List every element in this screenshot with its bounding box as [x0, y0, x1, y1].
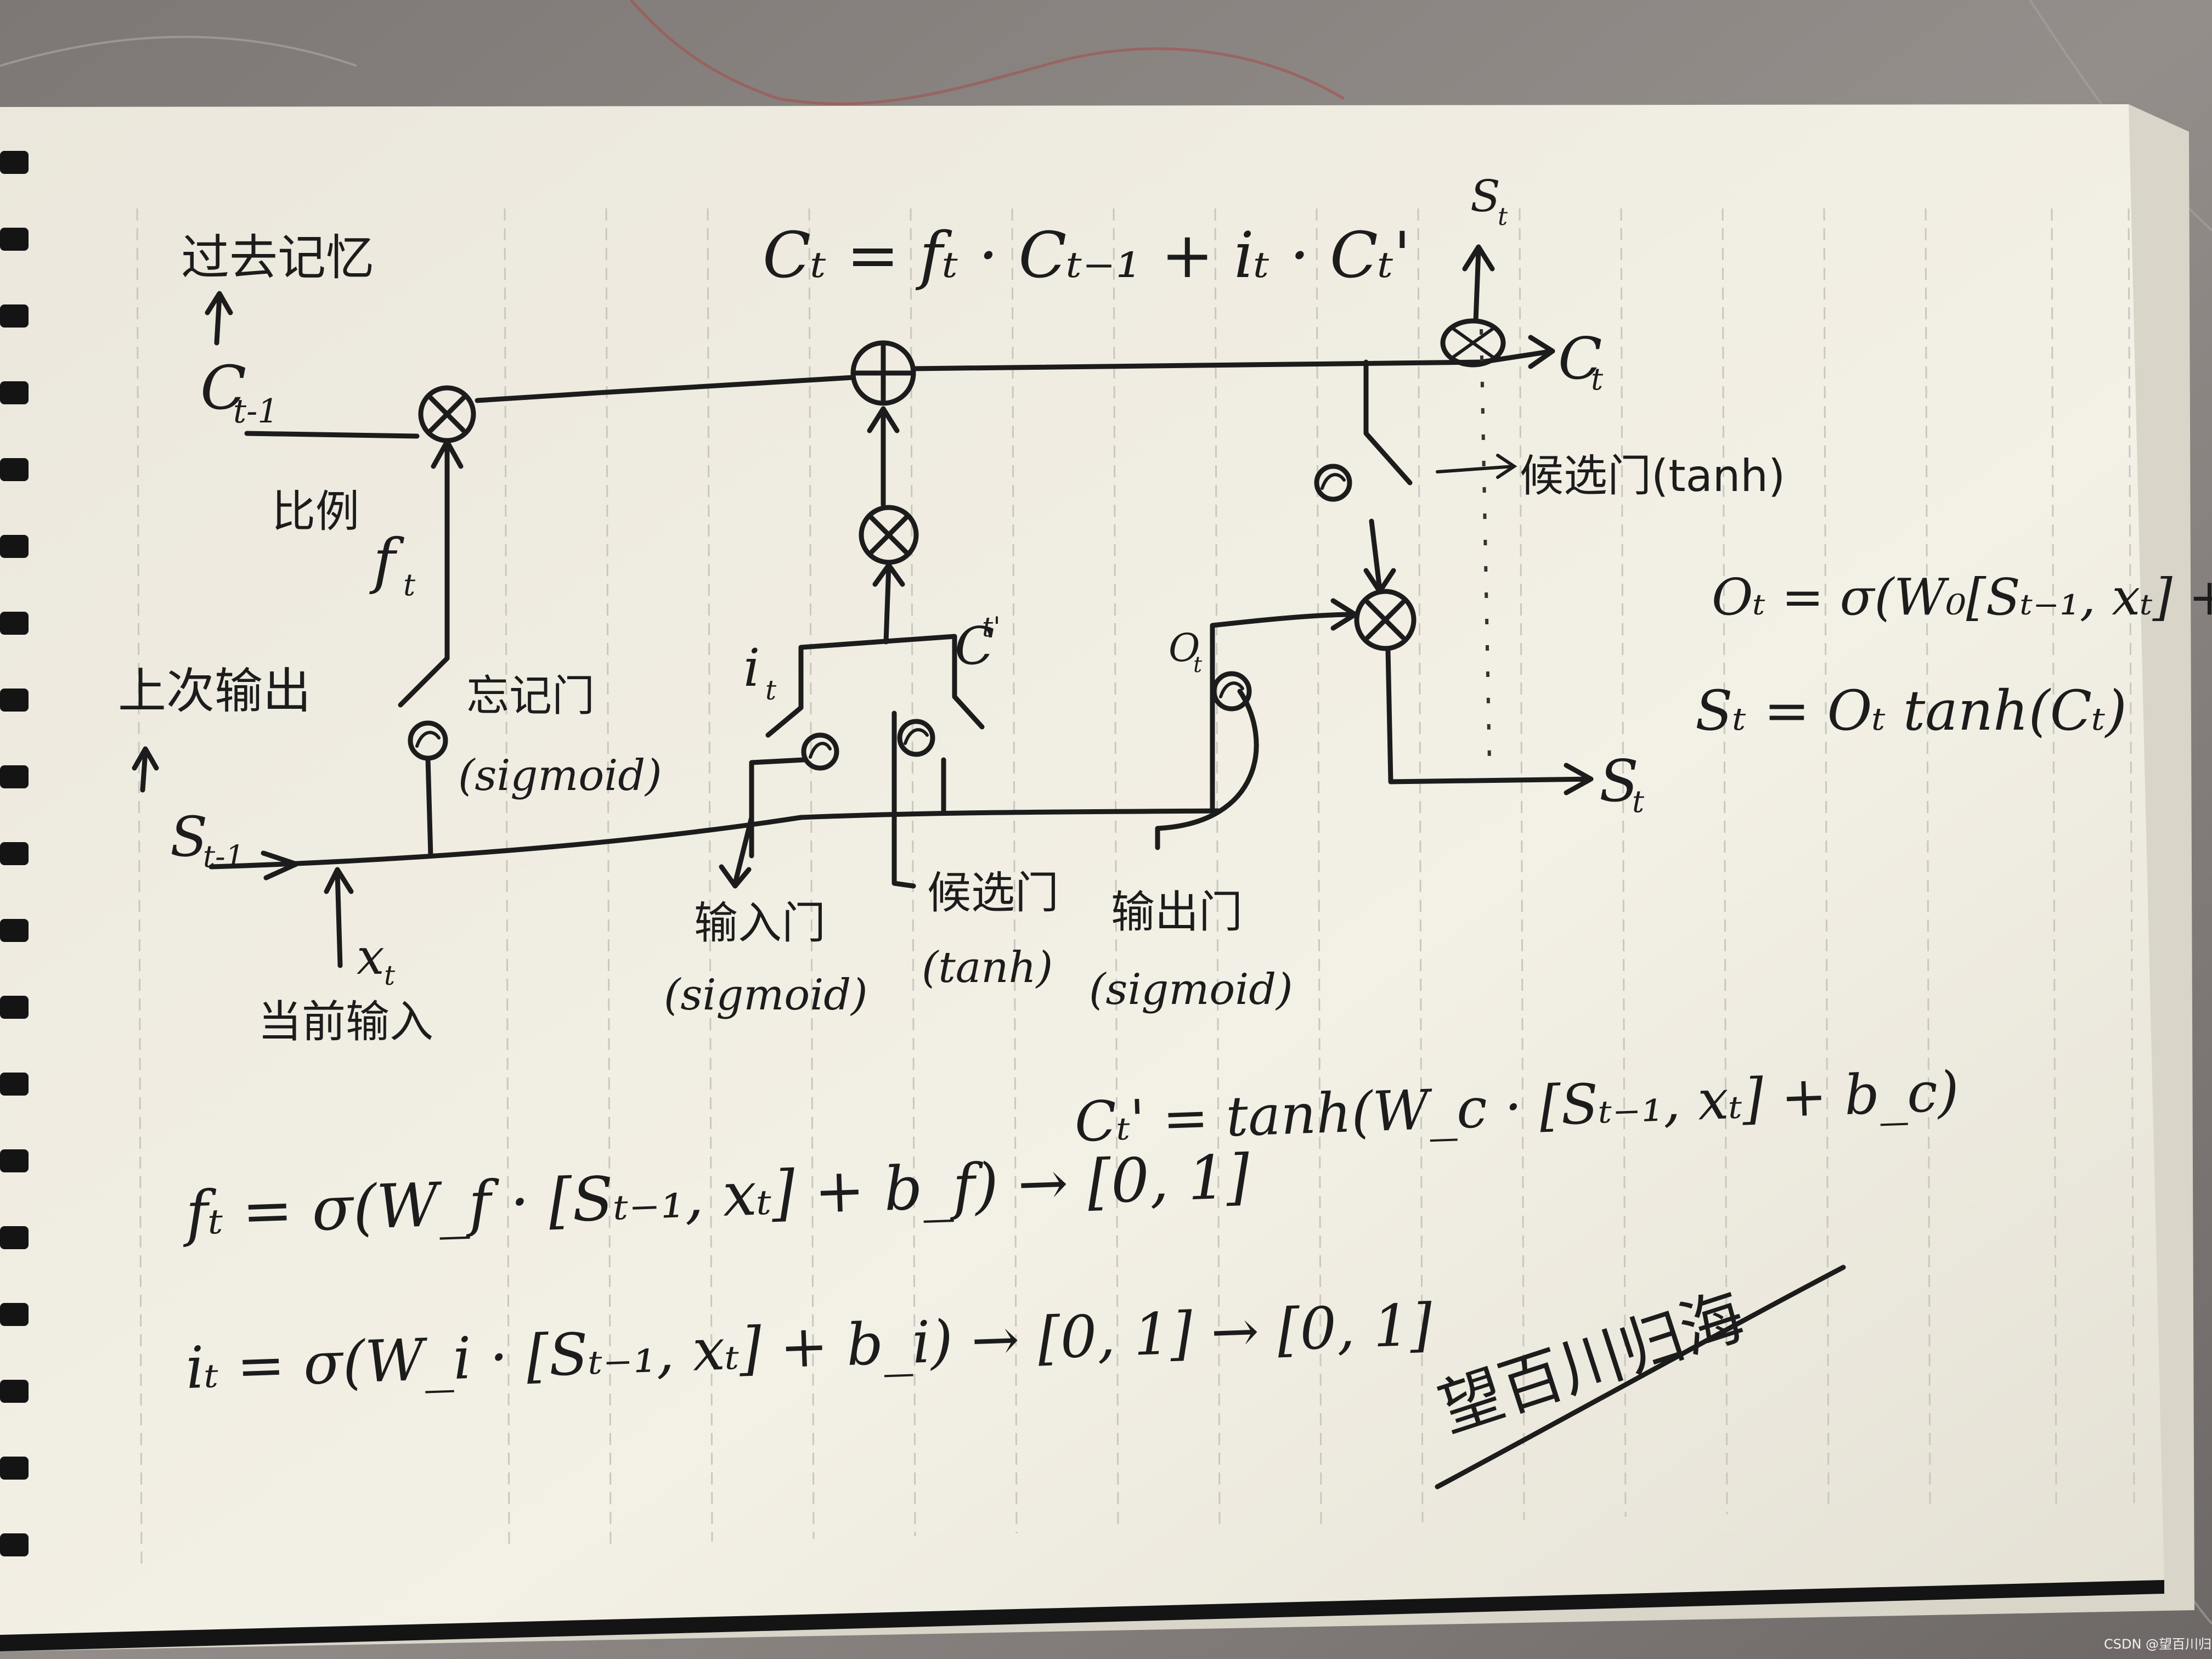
label-output-gate: 输出门	[1111, 887, 1243, 938]
input-multiply-node	[859, 505, 919, 565]
notebook-page	[0, 104, 2164, 1635]
label-forget-gate-act: (sigmoid)	[458, 751, 662, 800]
label-s-out-sub: t	[1632, 784, 1645, 819]
equation-output-gate: Oₜ = σ(W₀[Sₜ₋₁, xₜ] + b₀)	[1712, 568, 2212, 627]
label-candidate-gate-right: 候选门(tanh)	[1520, 450, 1785, 501]
hidden-output-line	[1385, 647, 1594, 795]
hidden-input-arrow	[261, 850, 299, 881]
label-x-t-sub: t	[384, 960, 396, 991]
forget-gate-switch	[398, 656, 450, 708]
label-past-memory: 过去记忆	[181, 229, 374, 286]
label-i-t-sub: t	[765, 674, 777, 706]
top-output-arrow	[1462, 244, 1495, 324]
label-ratio: 比例	[272, 486, 359, 537]
label-forget-gate: 忘记门	[466, 672, 595, 721]
cell-state-line-mid	[475, 375, 856, 403]
prev-output-arrow	[132, 746, 159, 793]
input-gate-branch	[719, 815, 754, 889]
label-f-t-sub: t	[403, 567, 416, 602]
label-input-gate-act: (sigmoid)	[664, 970, 868, 1020]
add-node-stem-arrow	[867, 406, 900, 507]
label-input-gate: 输入门	[694, 898, 826, 949]
label-c-out: C	[1558, 325, 1602, 392]
input-multiply-stem	[872, 562, 905, 645]
watermark: CSDN @望百川归海	[2104, 1637, 2212, 1652]
tanh-to-multiply-arrow	[1363, 518, 1396, 594]
cell-state-line-right	[911, 359, 1484, 371]
label-x-t: x	[357, 928, 385, 986]
label-c-out-sub: t	[1591, 362, 1604, 397]
candidate-tanh-node	[897, 719, 935, 757]
label-c-tilde: C	[955, 616, 995, 676]
label-i-t: i	[743, 638, 760, 698]
label-s-out: S	[1599, 748, 1639, 815]
equation-cell-update: Cₜ = fₜ · Cₜ₋₁ + iₜ · Cₜ'	[763, 219, 1411, 292]
forget-gate-line	[431, 439, 464, 661]
forget-gate-stem	[425, 755, 433, 859]
page-rulings	[136, 208, 2135, 1564]
cell-add-node	[850, 340, 916, 406]
marble-vein	[630, 0, 1345, 105]
candidate-right-arrow	[1436, 454, 1517, 479]
equation-hidden-state: Sₜ = Oₜ tanh(Cₜ)	[1695, 679, 2127, 743]
label-s-prev-sub: t-1	[203, 839, 245, 874]
signature-underline	[1435, 1265, 1846, 1489]
marble-vein	[0, 36, 357, 67]
label-c-prev-sub: t-1	[233, 392, 279, 431]
label-c-tilde-mark: t'	[982, 611, 1001, 643]
top-output-node	[1440, 318, 1506, 368]
candidate-gate-branch	[891, 710, 916, 889]
label-o-t: O	[1169, 625, 1200, 670]
tanh-branch-line	[1363, 359, 1413, 486]
past-memory-arrow	[205, 291, 233, 346]
cell-state-line-left	[244, 431, 420, 439]
label-candidate-gate-act: (tanh)	[922, 943, 1053, 992]
notebook-cover-edge	[0, 1580, 2164, 1651]
label-current-input: 当前输入	[258, 996, 433, 1047]
output-multiply-node	[1354, 589, 1417, 651]
hidden-input-line	[208, 808, 1221, 870]
label-c-prev: C	[200, 353, 246, 423]
label-s-top: S	[1470, 171, 1500, 222]
tanh-node	[1314, 464, 1352, 502]
label-output-gate-act: (sigmoid)	[1089, 965, 1293, 1014]
output-gate-branch	[1155, 689, 1259, 850]
input-sigmoid-node	[801, 732, 839, 771]
xt-input-arrow	[324, 867, 354, 968]
lstm-diagram: 过去记忆 C t-1 比例 f t 上次输出 S t-1 x t 当前输入 忘记…	[118, 171, 2212, 1489]
label-s-prev: S	[170, 805, 208, 869]
spiral-binding	[0, 151, 29, 1556]
label-prev-hidden-output: 上次输出	[118, 663, 311, 719]
input-gate-switch	[765, 705, 804, 738]
label-candidate-gate: 候选门	[927, 867, 1059, 918]
label-s-top-sub: t	[1498, 202, 1508, 231]
input-bracket	[798, 634, 957, 710]
label-o-t-sub: t	[1193, 652, 1203, 678]
candidate-gate-switch	[952, 694, 985, 730]
